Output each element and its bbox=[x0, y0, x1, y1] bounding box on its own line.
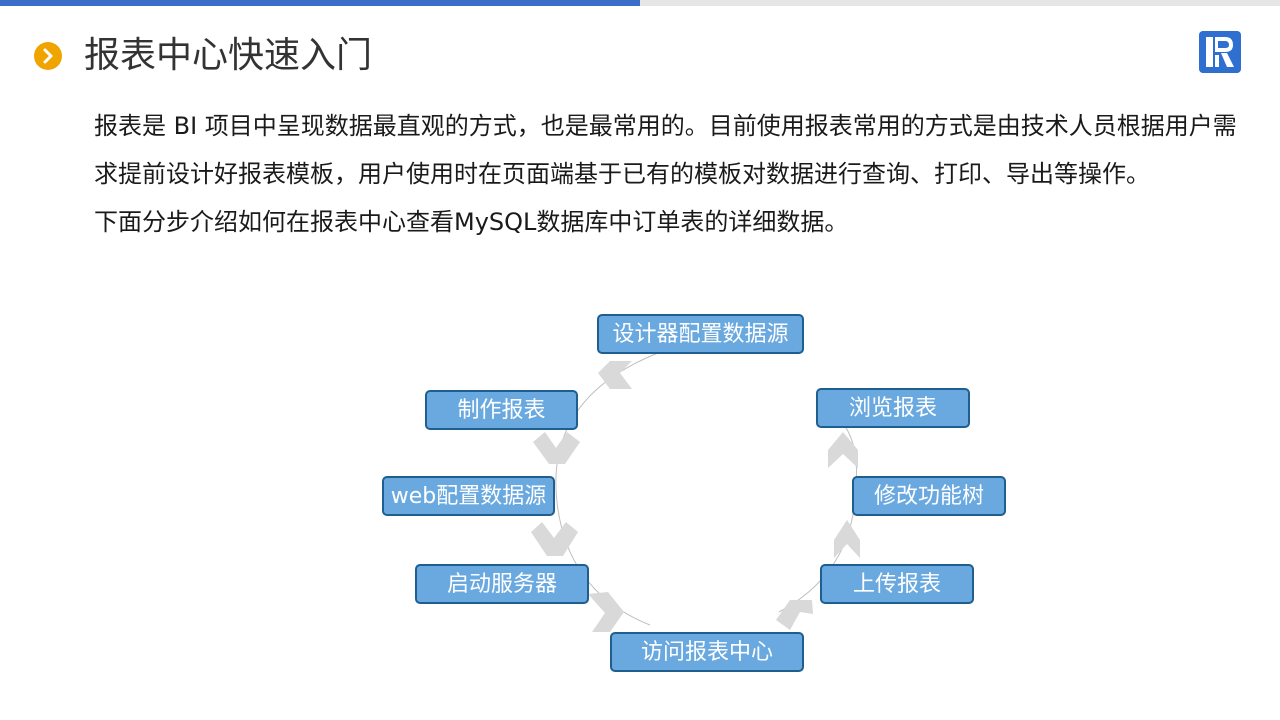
step-web-datasource[interactable]: web配置数据源 bbox=[382, 476, 555, 516]
step-browse-report[interactable]: 浏览报表 bbox=[816, 388, 970, 428]
flow-arrow-5 bbox=[776, 600, 813, 630]
flow-arrow-1 bbox=[598, 361, 632, 389]
top-gray-bar bbox=[640, 0, 1280, 6]
step-upload-report[interactable]: 上传报表 bbox=[820, 564, 974, 604]
step-make-report[interactable]: 制作报表 bbox=[425, 390, 578, 430]
r-logo-icon bbox=[1199, 31, 1241, 73]
flow-arrow-6 bbox=[834, 520, 860, 558]
intro-paragraph-1: 报表是 BI 项目中呈现数据最直观的方式，也是最常用的。目前使用报表常用的方式是… bbox=[94, 112, 1237, 188]
flow-arrow-4 bbox=[588, 592, 624, 632]
step-start-server[interactable]: 启动服务器 bbox=[415, 564, 589, 604]
step-modify-function-tree[interactable]: 修改功能树 bbox=[852, 476, 1006, 516]
flow-arrow-2 bbox=[533, 432, 580, 464]
chevron-right-icon bbox=[34, 42, 62, 70]
intro-text: 报表是 BI 项目中呈现数据最直观的方式，也是最常用的。目前使用报表常用的方式是… bbox=[94, 102, 1244, 246]
step-visit-report-center[interactable]: 访问报表中心 bbox=[610, 632, 804, 672]
step-designer-datasource[interactable]: 设计器配置数据源 bbox=[597, 314, 804, 354]
top-accent-bar bbox=[0, 0, 640, 6]
flow-arrow-7 bbox=[828, 432, 858, 468]
page-title: 报表中心快速入门 bbox=[84, 35, 373, 76]
flow-arrow-3 bbox=[531, 522, 578, 556]
intro-paragraph-2: 下面分步介绍如何在报表中心查看MySQL数据库中订单表的详细数据。 bbox=[94, 208, 849, 236]
